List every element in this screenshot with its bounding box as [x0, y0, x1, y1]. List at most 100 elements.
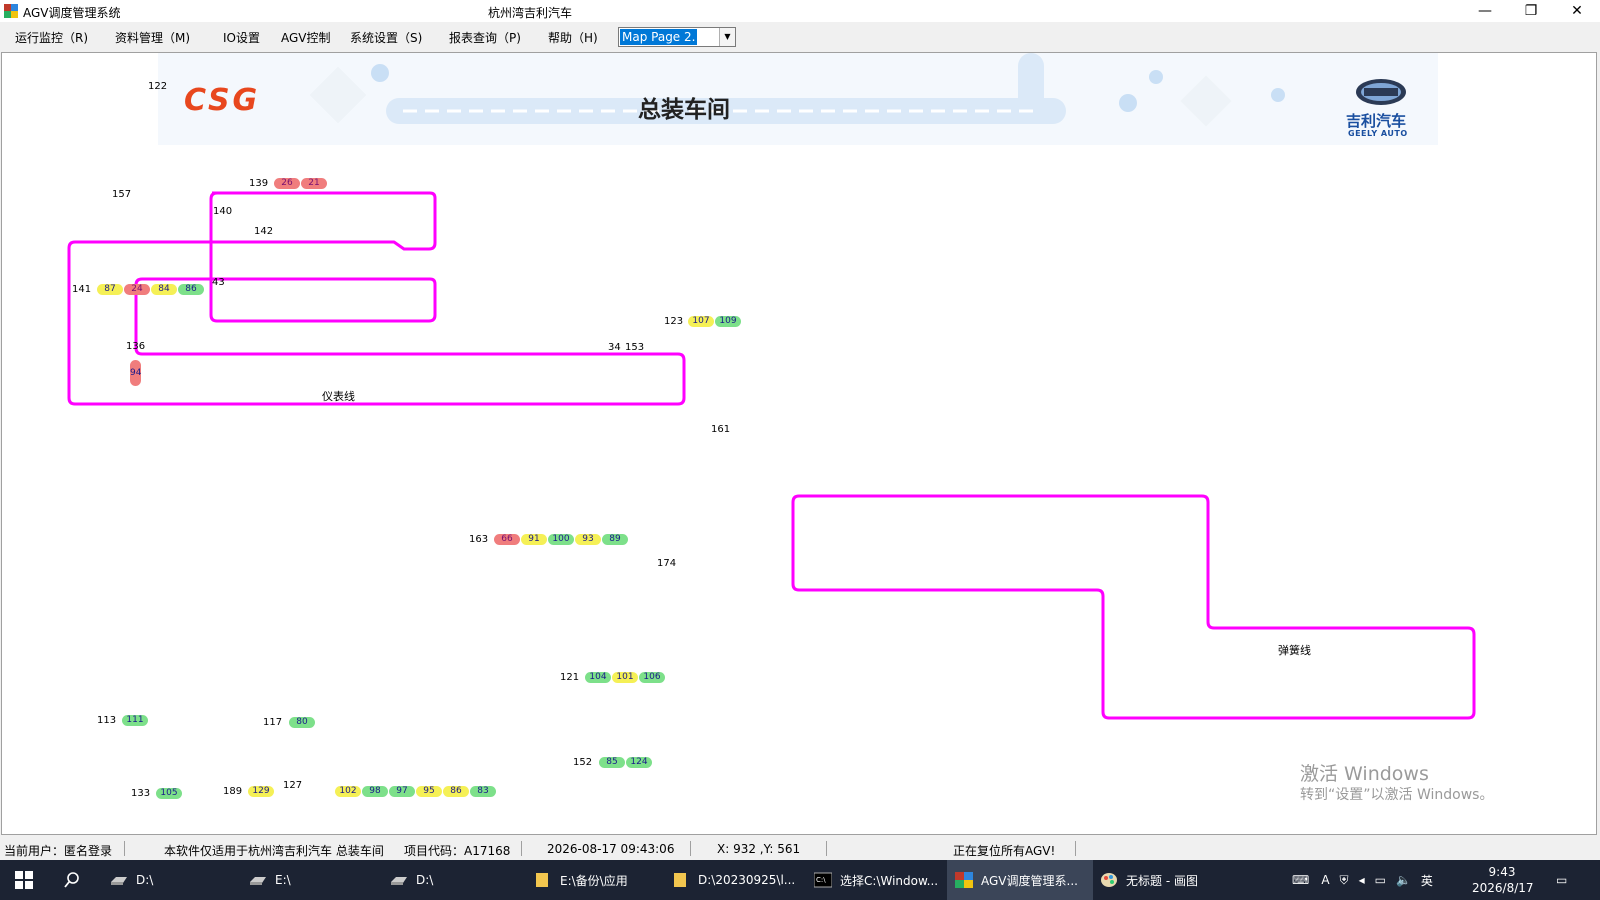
- agv-marker-106[interactable]: 106: [639, 672, 665, 683]
- station-143[interactable]: 43: [212, 277, 225, 288]
- menu-report-query[interactable]: 报表查询（P): [449, 31, 521, 45]
- station-133[interactable]: 133: [131, 788, 151, 799]
- agv-marker-83[interactable]: 83: [470, 786, 496, 797]
- station-174[interactable]: 174: [657, 558, 677, 569]
- station-153[interactable]: 153: [625, 342, 645, 353]
- station-140[interactable]: 140: [213, 206, 233, 217]
- window-title: AGV调度管理系统: [23, 6, 121, 20]
- agv-marker-102[interactable]: 102: [335, 786, 361, 797]
- close-button[interactable]: ✕: [1571, 3, 1583, 19]
- taskbar-item-backup-folder[interactable]: E:\备份\应用: [526, 860, 666, 900]
- chevron-down-icon[interactable]: ▼: [719, 28, 735, 46]
- agv-marker-87[interactable]: 87: [97, 284, 123, 295]
- station-122[interactable]: 122: [148, 81, 168, 92]
- notification-icon[interactable]: ◂: [1358, 873, 1365, 887]
- drive-icon: [250, 877, 266, 885]
- volume-icon[interactable]: 🔈: [1395, 873, 1411, 887]
- agv-marker-109[interactable]: 109: [715, 316, 741, 327]
- station-34[interactable]: 34: [608, 342, 621, 353]
- status-datetime: 2026-08-17 09:43:06: [547, 842, 675, 856]
- agv-group-136[interactable]: 94: [130, 360, 141, 386]
- windows-logo-icon: [15, 871, 33, 889]
- menu-io-settings[interactable]: IO设置: [223, 31, 260, 45]
- taskbar-item-drive-d[interactable]: D:\: [104, 860, 242, 900]
- agv-marker-84[interactable]: 84: [151, 284, 177, 295]
- status-message: 正在复位所有AGV!: [953, 844, 1056, 858]
- agv-marker-95[interactable]: 95: [416, 786, 442, 797]
- agv-marker-129[interactable]: 129: [248, 786, 274, 797]
- station-152[interactable]: 152: [573, 757, 593, 768]
- station-127[interactable]: 127: [283, 780, 303, 791]
- action-center-icon[interactable]: ▭: [1556, 873, 1568, 887]
- menu-system-settings[interactable]: 系统设置（S): [350, 31, 423, 45]
- minimize-button[interactable]: —: [1478, 3, 1492, 19]
- taskbar-item-agv-app[interactable]: AGV调度管理系...: [947, 860, 1093, 900]
- taskbar-item-paint[interactable]: 无标题 - 画图: [1092, 860, 1232, 900]
- line-label-instrument: 仪表线: [322, 390, 355, 403]
- station-139[interactable]: 139: [249, 178, 269, 189]
- search-button[interactable]: [48, 860, 96, 900]
- menu-help[interactable]: 帮助（H): [548, 31, 598, 45]
- agv-marker-80[interactable]: 80: [289, 717, 315, 728]
- agv-marker-100[interactable]: 100: [548, 534, 574, 545]
- agv-marker-85[interactable]: 85: [599, 757, 625, 768]
- menu-agv-control[interactable]: AGV控制: [281, 31, 331, 45]
- agv-group-189: 129: [248, 786, 274, 797]
- agv-marker-111[interactable]: 111: [122, 715, 148, 726]
- agv-marker-24[interactable]: 24: [124, 284, 150, 295]
- agv-marker-89[interactable]: 89: [602, 534, 628, 545]
- security-shield-icon[interactable]: ⛨: [1339, 872, 1349, 887]
- agv-group-117: 80: [289, 717, 315, 728]
- map-page-select[interactable]: Map Page 2. ▼: [618, 27, 736, 47]
- restore-button[interactable]: ❐: [1524, 3, 1538, 19]
- input-method-indicator[interactable]: 英: [1420, 873, 1433, 888]
- drive-icon: [111, 877, 127, 885]
- route-lines: [67, 191, 1476, 720]
- taskbar-item-label: E:\: [275, 873, 291, 887]
- taskbar-item-label: D:\20230925\l...: [698, 873, 796, 887]
- station-142[interactable]: 142: [254, 226, 274, 237]
- agv-marker-101[interactable]: 101: [612, 672, 638, 683]
- station-141[interactable]: 141: [72, 284, 92, 295]
- console-icon: C:\: [814, 872, 832, 888]
- folder-icon: [674, 873, 686, 887]
- station-113[interactable]: 113: [97, 715, 117, 726]
- network-icon[interactable]: ▭: [1374, 873, 1386, 887]
- agv-marker-98[interactable]: 98: [362, 786, 388, 797]
- station-163[interactable]: 163: [469, 534, 489, 545]
- agv-marker-104[interactable]: 104: [585, 672, 611, 683]
- windows-taskbar: D:\ E:\ D:\ E:\备份\应用 D:\20230925\l... C:…: [0, 860, 1600, 900]
- agv-marker-86[interactable]: 86: [178, 284, 204, 295]
- language-bar-icon[interactable]: A: [1321, 873, 1330, 887]
- agv-marker-66[interactable]: 66: [494, 534, 520, 545]
- keyboard-icon[interactable]: ⌨: [1292, 873, 1310, 887]
- station-121[interactable]: 121: [560, 672, 580, 683]
- title-bar: AGV调度管理系统 杭州湾吉利汽车 — ❐ ✕: [0, 0, 1600, 22]
- agv-marker-105[interactable]: 105: [156, 788, 182, 799]
- agv-marker-93[interactable]: 93: [575, 534, 601, 545]
- agv-marker-86[interactable]: 86: [443, 786, 469, 797]
- station-189[interactable]: 189: [223, 786, 243, 797]
- agv-marker-26[interactable]: 26: [274, 178, 300, 189]
- agv-marker-107[interactable]: 107: [688, 316, 714, 327]
- station-123[interactable]: 123: [664, 316, 684, 327]
- station-157[interactable]: 157: [112, 189, 132, 200]
- station-117[interactable]: 117: [263, 717, 283, 728]
- agv-marker-91[interactable]: 91: [521, 534, 547, 545]
- taskbar-item-project-folder[interactable]: D:\20230925\l...: [664, 860, 804, 900]
- taskbar-item-drive-e[interactable]: E:\: [243, 860, 381, 900]
- agv-marker-21[interactable]: 21: [301, 178, 327, 189]
- agv-marker-97[interactable]: 97: [389, 786, 415, 797]
- start-button[interactable]: [0, 860, 48, 900]
- station-136[interactable]: 136: [126, 341, 146, 352]
- map-canvas[interactable]: CSG 总装车间 吉利汽车 GEELY AUTO 仪表线 弹簧线 122 157…: [1, 52, 1597, 835]
- taskbar-item-console[interactable]: C:\ 选择C:\Window...: [806, 860, 946, 900]
- agv-marker-124[interactable]: 124: [626, 757, 652, 768]
- station-161[interactable]: 161: [711, 424, 731, 435]
- taskbar-item-drive-d2[interactable]: D:\: [384, 860, 522, 900]
- taskbar-clock[interactable]: 9:43 2026/8/17: [1472, 864, 1534, 896]
- menu-run-monitor[interactable]: 运行监控（R): [15, 31, 89, 45]
- menu-data-management[interactable]: 资料管理（M): [115, 31, 191, 45]
